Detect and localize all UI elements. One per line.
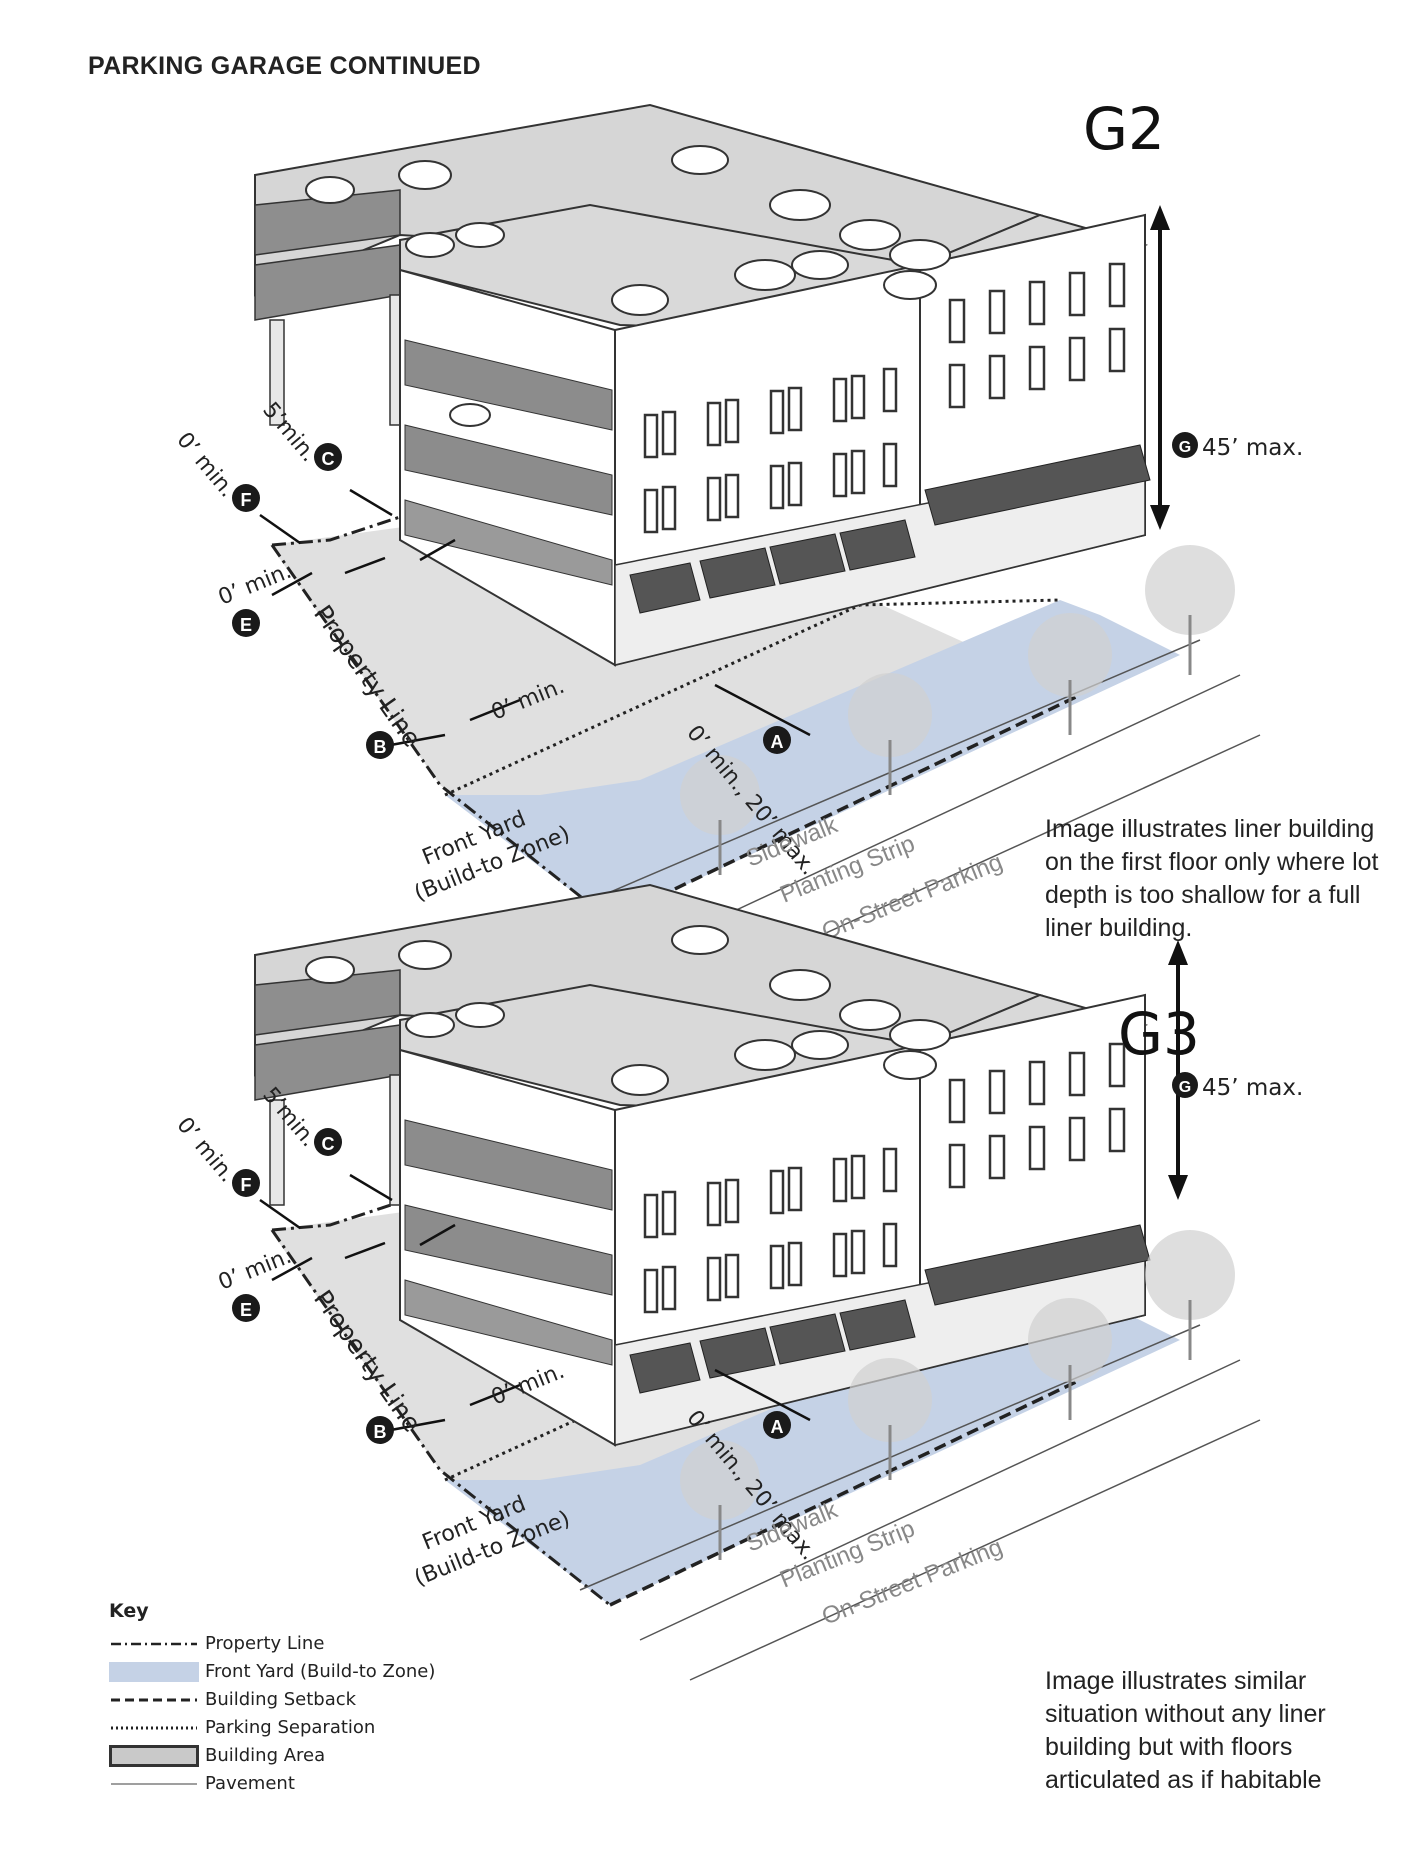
marker-f: F	[232, 1169, 260, 1197]
marker-c-label: C	[322, 1134, 335, 1154]
legend-swatch-fill	[109, 1662, 199, 1682]
height-arrow-bottom	[1150, 505, 1170, 530]
diagram-caption: Image illustrates similar situation with…	[1045, 1667, 1326, 1794]
marker-c: C	[314, 1128, 342, 1156]
pavement-line	[639, 674, 1241, 956]
legend-label: Front Yard (Build-to Zone)	[205, 1661, 436, 1682]
marker-b-label: B	[374, 737, 387, 757]
legend-item-building-area: Building Area	[105, 1742, 435, 1770]
legend-item-front-yard: Front Yard (Build-to Zone)	[105, 1658, 435, 1686]
dim-c-label: 5’min.	[257, 398, 321, 467]
marker-c-label: C	[322, 449, 335, 469]
legend-swatch-box	[109, 1745, 199, 1767]
dimension-arrows	[259, 488, 811, 749]
garage-deck-level-3	[404, 499, 613, 586]
dim-f-label: 0’ min.	[171, 428, 239, 503]
marker-g: G	[1172, 432, 1198, 458]
garage-deck-level-2	[404, 424, 613, 516]
marker-a: A	[763, 726, 791, 754]
legend-label: Pavement	[205, 1773, 295, 1794]
height-arrow-bottom	[1168, 1175, 1188, 1200]
legend-label: Building Setback	[205, 1689, 357, 1710]
diagram-caption: Image illustrates liner building on the …	[1045, 815, 1379, 942]
garage-structure	[254, 883, 1151, 1447]
height-arrow-top	[1168, 940, 1188, 965]
garage-deck-level-1	[404, 339, 613, 431]
marker-b-label: B	[374, 1422, 387, 1442]
street-trees	[680, 1230, 1235, 1520]
tree-trunks	[718, 1300, 1192, 1560]
marker-b: B	[366, 1416, 394, 1444]
building-setback-line	[609, 1378, 1081, 1607]
property-line	[270, 544, 611, 922]
legend-key: Key Property Line Front Yard (Build-to Z…	[105, 1600, 435, 1800]
marker-a: A	[763, 1411, 791, 1439]
pavement-line	[639, 1359, 1241, 1641]
diagram-g2-drawing: C F E B A G 45’ max. 5’min. 0’ min. 0’ m…	[171, 103, 1303, 996]
diagram-g2: C F E B A G 45’ max. 5’min. 0’ min. 0’ m…	[0, 95, 1421, 996]
legend-item-pavement: Pavement	[105, 1770, 435, 1798]
height-max-label: 45’ max.	[1202, 435, 1303, 461]
marker-f: F	[232, 484, 260, 512]
height-max-label: 45’ max.	[1202, 1075, 1303, 1101]
diagram-id: G3	[1118, 1000, 1200, 1068]
marker-g: G	[1172, 1072, 1198, 1098]
page-title: PARKING GARAGE CONTINUED	[88, 52, 481, 80]
legend-title: Key	[109, 1600, 149, 1622]
marker-a-label: A	[771, 1417, 784, 1437]
marker-e-label: E	[240, 615, 252, 635]
marker-f-label: F	[241, 1175, 252, 1195]
parked-cars	[305, 145, 951, 427]
tree-trunks	[718, 615, 1192, 875]
property-line-upper	[271, 515, 401, 547]
legend-item-parking-separation: Parking Separation	[105, 1714, 435, 1742]
marker-g-label: G	[1179, 1079, 1191, 1096]
legend-swatch-dashed	[111, 1698, 197, 1702]
legend-swatch-dash-dot	[111, 1642, 197, 1646]
marker-e: E	[232, 609, 260, 637]
marker-f-label: F	[241, 490, 252, 510]
dim-e-label: 0’ min.	[215, 559, 295, 611]
legend-item-building-setback: Building Setback	[105, 1686, 435, 1714]
height-arrow-top	[1150, 205, 1170, 230]
dim-f-label: 0’ min.	[171, 1113, 239, 1188]
marker-c: C	[314, 443, 342, 471]
garage-column	[269, 319, 285, 426]
legend-label: Property Line	[205, 1633, 325, 1654]
diagram-g3-drawing: C F E B A G 45’ max. 5’min. 0’ min. 0’ m…	[171, 883, 1303, 1681]
awnings	[629, 444, 1151, 614]
marker-g-label: G	[1179, 439, 1191, 456]
legend-label: Parking Separation	[205, 1717, 376, 1738]
legend-item-property-line: Property Line	[105, 1630, 435, 1658]
pavement-line	[689, 1419, 1261, 1681]
front-yard-zone	[445, 1285, 1180, 1605]
property-line-upper	[271, 1200, 401, 1232]
dimension-arrows	[259, 1173, 811, 1434]
diagram-id: G2	[1083, 95, 1165, 163]
window-grid	[643, 262, 1126, 534]
marker-a-label: A	[771, 732, 784, 752]
marker-e-label: E	[240, 1300, 252, 1320]
front-yard-zone	[445, 600, 1180, 920]
diagram-g3: C F E B A G 45’ max. 5’min. 0’ min. 0’ m…	[0, 883, 1421, 1845]
pavement-area	[270, 495, 1080, 915]
legend-swatch-dotted	[111, 1726, 197, 1730]
legend-label: Building Area	[205, 1745, 326, 1766]
marker-b: B	[366, 731, 394, 759]
legend-swatch-thin	[111, 1783, 197, 1785]
building-setback-line	[609, 693, 1081, 922]
marker-e: E	[232, 1294, 260, 1322]
street-trees	[680, 545, 1235, 835]
property-line	[270, 1229, 611, 1607]
dim-e-label: 0’ min.	[215, 1244, 295, 1296]
